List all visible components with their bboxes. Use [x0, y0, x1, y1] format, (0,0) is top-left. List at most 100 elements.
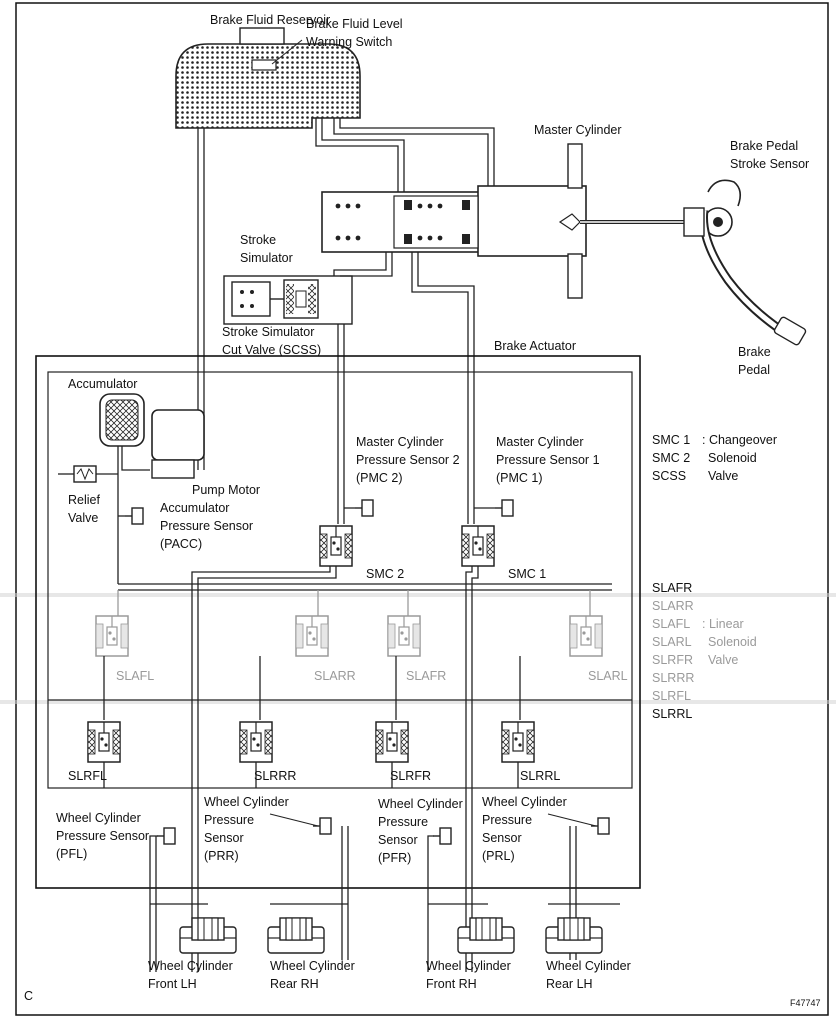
pmc2-sensor [354, 499, 374, 517]
wheel-cylinder-rear-rh [267, 917, 325, 954]
pfl-label-3: (PFL) [56, 847, 87, 861]
pmc1-label-3: (PMC 1) [496, 471, 543, 485]
master-cylinder-label: Master Cylinder [534, 123, 622, 137]
corner-letter: C [24, 989, 33, 1003]
slarr-valve [295, 615, 329, 657]
legend-linear-desc-1: : Linear [702, 617, 744, 631]
slrfr-valve [375, 721, 409, 763]
pmc2-label-1: Master Cylinder [356, 435, 444, 449]
legend-slarl: SLARL [652, 635, 692, 649]
wheel-cylinder-front-rh-label-2: Front RH [426, 977, 477, 991]
pacc-label-1: Accumulator [160, 501, 229, 515]
smc1-valve [461, 525, 495, 567]
level-switch-label-1: Brake Fluid Level [306, 17, 403, 31]
stroke-simulator-label-2: Simulator [240, 251, 293, 265]
changeover-legend: SMC 1 SMC 2 SCSS : Changeover Solenoid V… [652, 433, 777, 483]
prr-label-3: Sensor [204, 831, 244, 845]
relief-valve-label-2: Valve [68, 511, 98, 525]
slarl-valve [569, 615, 603, 657]
pfl-sensor [156, 827, 176, 845]
pedal-sensor-label-2: Stroke Sensor [730, 157, 809, 171]
legend-slrfl: SLRFL [652, 689, 691, 703]
legend-linear-desc-2: Solenoid [708, 635, 757, 649]
smc1-label: SMC 1 [508, 567, 546, 581]
slrfl-valve [87, 721, 121, 763]
wheel-cylinder-rear-lh-label-1: Wheel Cylinder [546, 959, 631, 973]
actuator-inner-loop [47, 371, 633, 789]
scss-label-2: Cut Valve (SCSS) [222, 343, 321, 357]
scss-label-1: Stroke Simulator [222, 325, 314, 339]
pmc2-label-3: (PMC 2) [356, 471, 403, 485]
legend-slarr: SLARR [652, 599, 694, 613]
sla-valve-row [95, 590, 603, 657]
legend-slrrl: SLRRL [652, 707, 692, 721]
legend-scss: SCSS [652, 469, 686, 483]
brake-actuator-box [35, 355, 641, 889]
brake-fluid-reservoir [175, 27, 361, 129]
slrfl-label: SLRFL [68, 769, 107, 783]
pfr-sensor [432, 827, 452, 845]
relief-valve-label-1: Relief [68, 493, 100, 507]
upper-pipes [197, 118, 495, 524]
prr-leader [269, 813, 319, 827]
slrrr-valve [239, 721, 273, 763]
slafl-valve [95, 615, 129, 657]
legend-slafl: SLAFL [652, 617, 690, 631]
brake-pedal-label-2: Pedal [738, 363, 770, 377]
slr-valve-row [87, 656, 535, 788]
pfr-label-4: (PFR) [378, 851, 411, 865]
prr-label-2: Pressure [204, 813, 254, 827]
linear-legend: SLAFR SLARR SLAFL SLARL SLRFR SLRRR SLRF… [652, 581, 757, 721]
pmc1-label-1: Master Cylinder [496, 435, 584, 449]
slafl-label: SLAFL [116, 669, 154, 683]
actuator-pipes [48, 566, 632, 972]
pump-motor [121, 409, 205, 479]
legend-changeover-desc-2: Solenoid [708, 451, 757, 465]
pmc1-sensor [494, 499, 514, 517]
stroke-simulator-label-1: Stroke [240, 233, 276, 247]
figure-frame [15, 2, 829, 1016]
stroke-simulator [223, 275, 353, 325]
accumulator-label: Accumulator [68, 377, 137, 391]
faded-band-bottom [0, 700, 836, 704]
legend-slrfr: SLRFR [652, 653, 693, 667]
wheel-cylinder-front-rh-label-1: Wheel Cylinder [426, 959, 511, 973]
accumulator [99, 393, 145, 447]
slafr-valve [387, 615, 421, 657]
wheel-cylinder-rear-rh-label-1: Wheel Cylinder [270, 959, 355, 973]
pump-motor-label: Pump Motor [192, 483, 260, 497]
wheel-cylinder-rear-rh-label-2: Rear RH [270, 977, 319, 991]
prl-label-4: (PRL) [482, 849, 515, 863]
legend-changeover-desc-1: : Changeover [702, 433, 777, 447]
relief-valve [58, 465, 118, 483]
level-switch-leader [271, 39, 303, 65]
smc2-valve [319, 525, 353, 567]
wheel-cylinder-front-lh-label-2: Front LH [148, 977, 197, 991]
prr-label-1: Wheel Cylinder [204, 795, 289, 809]
wheel-cylinder-front-lh [179, 917, 237, 954]
legend-slafr: SLAFR [652, 581, 692, 595]
prl-leader [547, 813, 597, 827]
brake-actuator-label: Brake Actuator [494, 339, 576, 353]
pacc-label-2: Pressure Sensor [160, 519, 253, 533]
master-cylinder [321, 143, 688, 299]
legend-slrrr: SLRRR [652, 671, 694, 685]
slrrr-label: SLRRR [254, 769, 296, 783]
slrrl-label: SLRRL [520, 769, 560, 783]
pacc-label-3: (PACC) [160, 537, 202, 551]
prl-label-3: Sensor [482, 831, 522, 845]
pfr-label-1: Wheel Cylinder [378, 797, 463, 811]
prr-sensor [312, 817, 332, 835]
legend-smc1: SMC 1 [652, 433, 690, 447]
slarr-label: SLARR [314, 669, 356, 683]
slrfr-label: SLRFR [390, 769, 431, 783]
level-switch-label-2: Warning Switch [306, 35, 392, 49]
slrrl-valve [501, 721, 535, 763]
reservoir-label: Brake Fluid Reservoir [210, 13, 330, 27]
legend-smc2: SMC 2 [652, 451, 690, 465]
wheel-cylinder-rear-lh-label-2: Rear LH [546, 977, 593, 991]
slafr-label: SLAFR [406, 669, 446, 683]
smc2-label: SMC 2 [366, 567, 404, 581]
pfr-label-2: Pressure [378, 815, 428, 829]
